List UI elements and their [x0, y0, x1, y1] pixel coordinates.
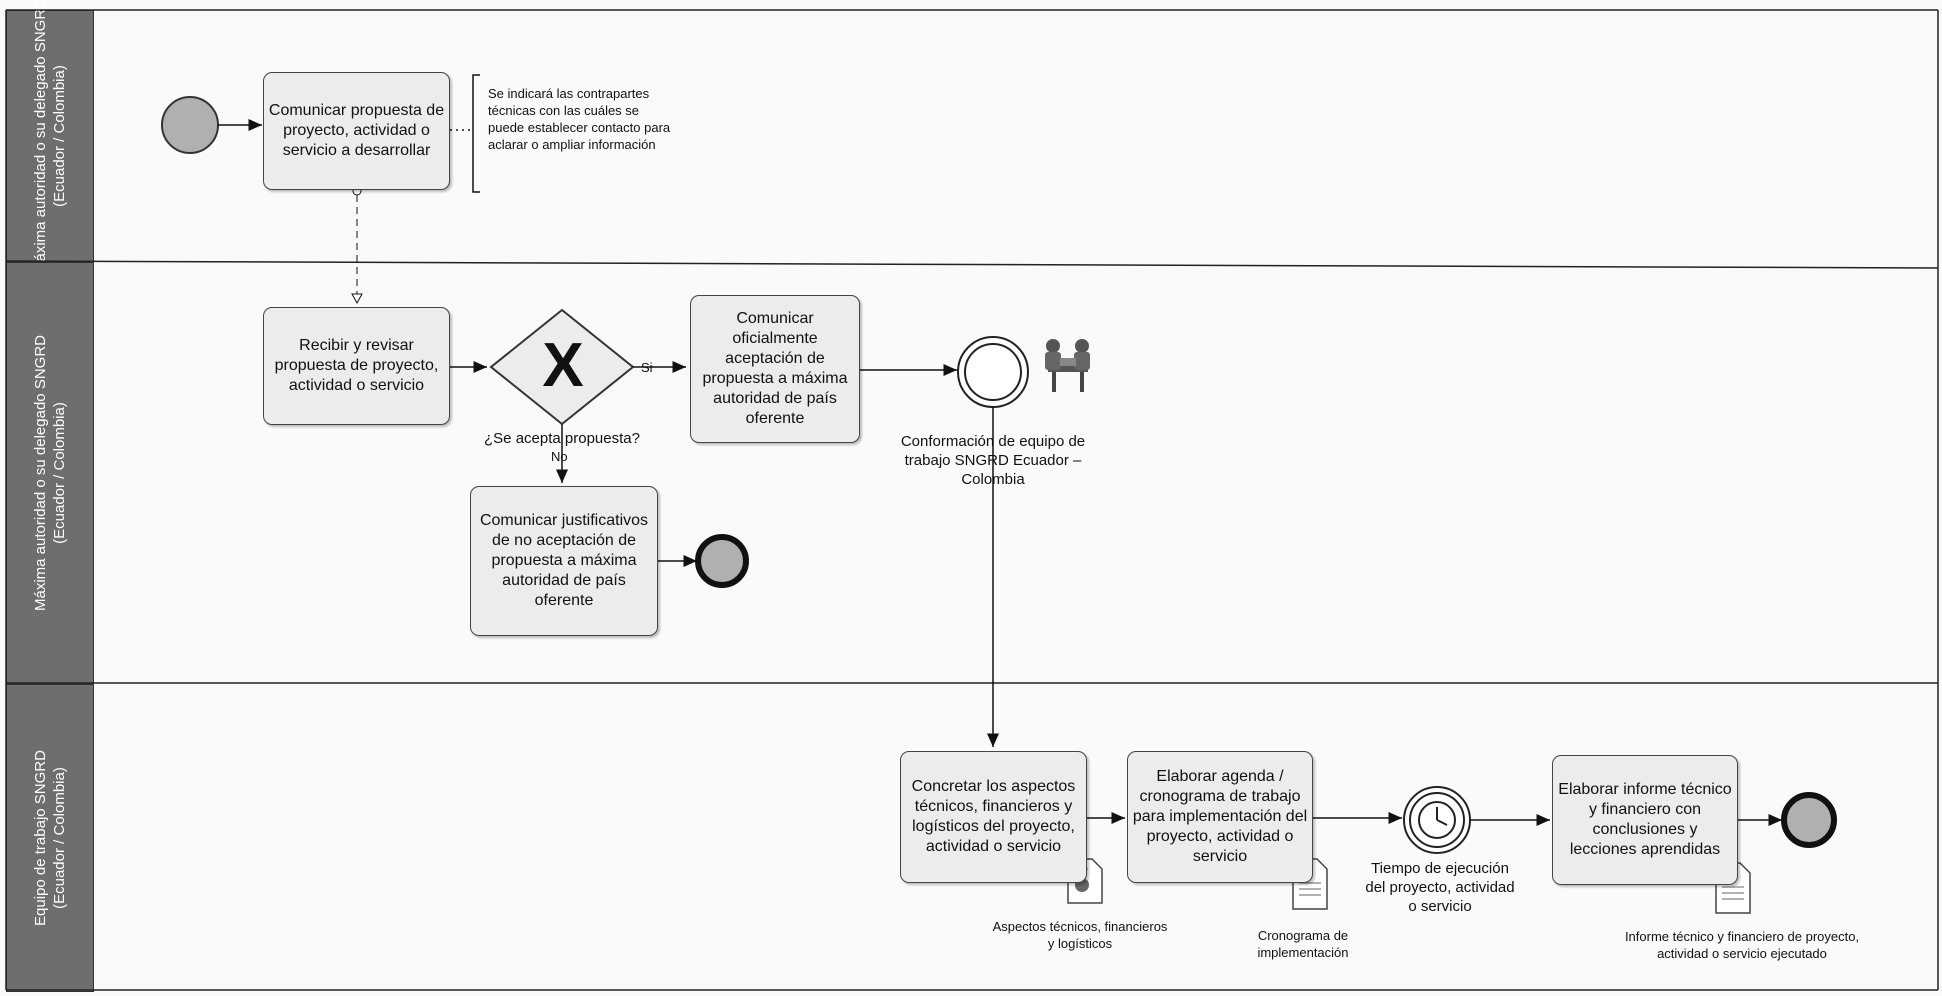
event-conformacion-label: Conformación de equipo de trabajo SNGRD …: [900, 433, 1086, 488]
gateway-question: ¿Se acepta propuesta?: [484, 430, 640, 447]
task-comunicar-propuesta[interactable]: Comunicar propuesta de proyecto, activid…: [263, 72, 450, 190]
doc-aspectos-label: Aspectos técnicos, financieros y logísti…: [992, 919, 1168, 951]
doc-informe-label: Informe técnico y financiero de proyecto…: [1624, 929, 1860, 961]
lane-header-1: Máxima autoridad o su delegado SNGRD (Ec…: [6, 0, 94, 274]
lane-header-2: Máxima autoridad o su delegado SNGRD (Ec…: [6, 262, 94, 684]
doc-cronograma-label: Cronograma de implementación: [1257, 928, 1349, 960]
annotation-bracket: [472, 74, 480, 193]
end-event-icon: [1781, 792, 1837, 848]
pool-borders: [5, 9, 1939, 991]
task-elaborar-informe[interactable]: Elaborar informe técnico y financiero co…: [1552, 755, 1738, 885]
intermediate-event-inner: [964, 343, 1022, 401]
gateway-symbol: X: [542, 331, 584, 400]
task-comunicar-aceptacion[interactable]: Comunicar oficialmente aceptación de pro…: [690, 295, 860, 443]
timer-clock-icon: [1403, 786, 1471, 854]
task-recibir-revisar[interactable]: Recibir y revisar propuesta de proyecto,…: [263, 307, 450, 425]
end-event-icon: [695, 534, 749, 588]
start-event-icon: [161, 96, 219, 154]
task-elaborar-agenda[interactable]: Elaborar agenda / cronograma de trabajo …: [1127, 751, 1313, 883]
gateway-no-label: No: [551, 449, 568, 464]
meeting-people-icon: [1045, 339, 1090, 392]
text-annotation: Se indicará las contrapartes técnicas co…: [488, 86, 671, 152]
task-concretar-aspectos[interactable]: Concretar los aspectos técnicos, financi…: [900, 751, 1087, 883]
event-tiempo-label: Tiempo de ejecución del proyecto, activi…: [1365, 860, 1515, 915]
task-comunicar-no-aceptacion[interactable]: Comunicar justificativos de no aceptació…: [470, 486, 658, 636]
gateway-yes-label: Si: [641, 360, 653, 375]
